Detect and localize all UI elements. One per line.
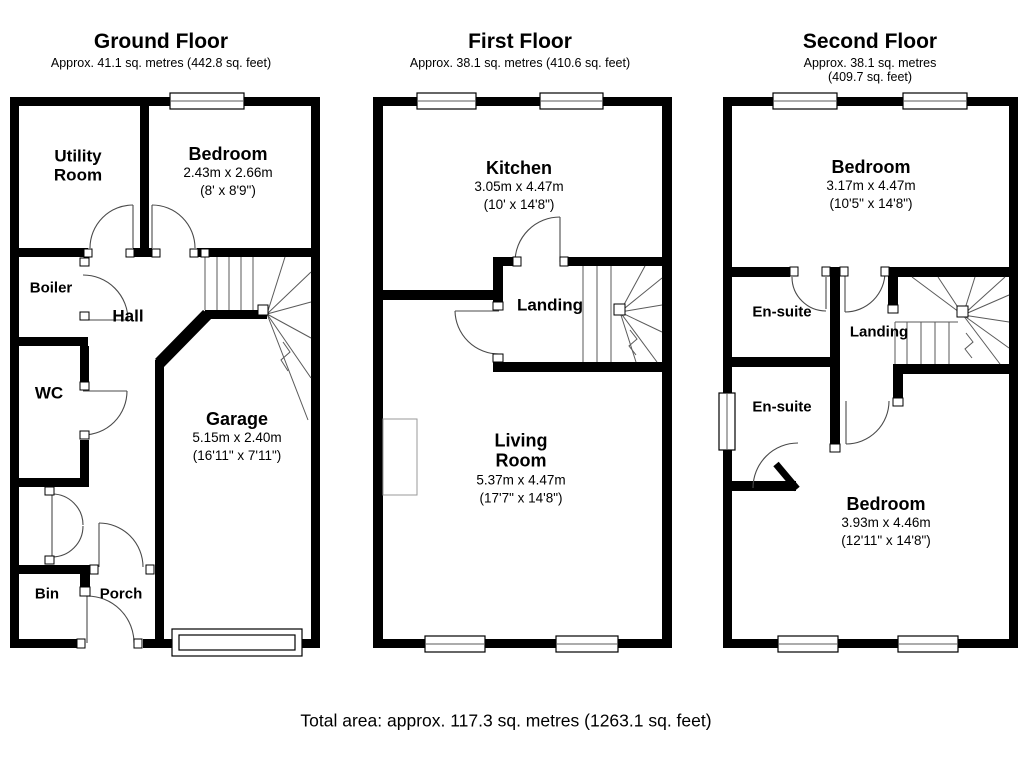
room-label-hall: Hall bbox=[112, 306, 144, 326]
room-label-ensuite-upper: En-suite bbox=[752, 303, 812, 321]
room-label-bin: Bin bbox=[34, 585, 60, 603]
garage-door bbox=[171, 628, 303, 657]
second-door-frames bbox=[789, 266, 904, 453]
ground-door-frames bbox=[44, 248, 210, 649]
second-floor-title: Second Floor bbox=[802, 30, 938, 53]
room-label-bedroom-second-top: Bedroom 3.17m x 4.47m (10'5" x 14'8") bbox=[826, 157, 916, 212]
second-floor-area: Approx. 38.1 sq. metres (409.7 sq. feet) bbox=[803, 56, 937, 85]
second-stairs bbox=[894, 276, 1010, 365]
room-label-wc: WC bbox=[34, 383, 64, 403]
ground-floor-header: Ground Floor Approx. 41.1 sq. metres (44… bbox=[51, 30, 271, 70]
second-doors bbox=[752, 271, 890, 492]
first-doors bbox=[454, 216, 561, 355]
ground-floor-plan bbox=[10, 92, 320, 657]
room-label-living-room: Living Room 5.37m x 4.47m (17'7" x 14'8"… bbox=[476, 430, 566, 506]
ground-floor-title: Ground Floor bbox=[93, 30, 229, 53]
first-door-frames bbox=[492, 256, 569, 363]
room-label-kitchen: Kitchen 3.05m x 4.47m (10' x 14'8") bbox=[474, 158, 564, 213]
room-label-landing-first: Landing bbox=[516, 295, 584, 315]
first-floor-title: First Floor bbox=[468, 30, 572, 53]
room-label-utility: Utility Room bbox=[53, 146, 103, 185]
room-label-porch: Porch bbox=[99, 585, 143, 603]
room-label-landing-second: Landing bbox=[849, 323, 909, 341]
second-floor-header: Second Floor Approx. 38.1 sq. metres (40… bbox=[793, 30, 947, 84]
first-windows bbox=[416, 92, 619, 653]
ground-stairs bbox=[204, 256, 312, 421]
room-label-ensuite-lower: En-suite bbox=[752, 398, 812, 416]
ground-floor-area: Approx. 41.1 sq. metres (442.8 sq. feet) bbox=[50, 56, 272, 71]
second-windows bbox=[718, 92, 968, 653]
first-stairs bbox=[582, 265, 663, 363]
ground-doors bbox=[51, 204, 196, 644]
first-floor-header: First Floor Approx. 38.1 sq. metres (410… bbox=[410, 30, 630, 70]
room-label-garage: Garage 5.15m x 2.40m (16'11" x 7'11") bbox=[192, 409, 282, 464]
second-floor-plan bbox=[718, 92, 1018, 653]
room-label-boiler: Boiler bbox=[29, 279, 73, 297]
room-label-bedroom-second-bottom: Bedroom 3.93m x 4.46m (12'11" x 14'8") bbox=[841, 494, 931, 549]
first-floor-plan bbox=[373, 92, 672, 653]
total-area-text: Total area: approx. 117.3 sq. metres (12… bbox=[300, 710, 712, 731]
ground-window-top bbox=[169, 92, 245, 110]
first-floor-area: Approx. 38.1 sq. metres (410.6 sq. feet) bbox=[409, 56, 631, 71]
living-room-fitted-unit bbox=[382, 418, 418, 496]
room-label-bedroom-ground: Bedroom 2.43m x 2.66m (8' x 8'9") bbox=[183, 144, 273, 199]
